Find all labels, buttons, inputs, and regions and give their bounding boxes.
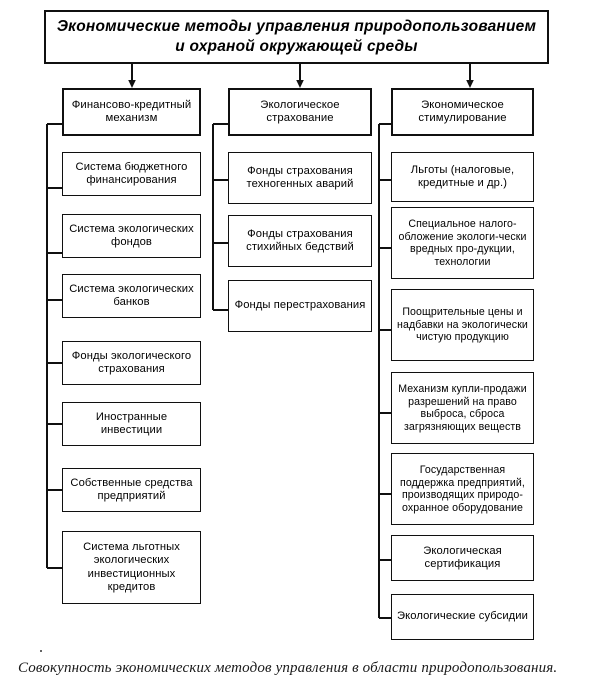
node-label: Система экологических фондов bbox=[69, 222, 194, 248]
column-head-ecological-insurance: Экологическое страхование bbox=[228, 88, 372, 136]
figure-caption: Совокупность экономических методов управ… bbox=[18, 660, 558, 676]
node-ecological-insurance-1: Фонды страхования техногенных аварий bbox=[228, 152, 372, 204]
node-label: Фонды перестрахования bbox=[234, 299, 366, 312]
node-economic-stimulation-6: Экологическая сертификация bbox=[391, 535, 534, 581]
node-label: Фонды страхования стихийных бедствий bbox=[246, 227, 354, 253]
column-head-economic-stimulation: Экономическое стимулирование bbox=[391, 88, 534, 136]
node-financial-credit-4: Фонды экологического страхования bbox=[62, 341, 201, 385]
node-financial-credit-6: Собственные средства предприятий bbox=[62, 468, 201, 512]
node-label: Механизм купли-продажи разрешений на пра… bbox=[398, 383, 527, 433]
node-label: Поощрительные цены и надбавки на экологи… bbox=[397, 306, 528, 344]
node-financial-credit-7: Система льготных экологических инвестици… bbox=[62, 531, 201, 604]
column-head-financial-credit: Финансово-кредитный механизм bbox=[62, 88, 201, 136]
node-label: Иностранные инвестиции bbox=[95, 410, 168, 436]
node-financial-credit-3: Система экологических банков bbox=[62, 274, 201, 318]
node-ecological-insurance-2: Фонды страхования стихийных бедствий bbox=[228, 215, 372, 267]
node-financial-credit-5: Иностранные инвестиции bbox=[62, 402, 201, 446]
node-label: Фонды экологического страхования bbox=[71, 349, 192, 375]
node-label: Система льготных экологических инвестици… bbox=[83, 541, 180, 593]
node-label: Система бюджетного финансирования bbox=[75, 160, 188, 186]
node-economic-stimulation-3: Поощрительные цены и надбавки на экологи… bbox=[391, 289, 534, 361]
node-label: Экологическое страхование bbox=[260, 98, 340, 124]
node-label: Экологическая сертификация bbox=[423, 544, 502, 570]
node-label: Льготы (налоговые, кредитные и др.) bbox=[410, 163, 515, 189]
scan-artifact-dot bbox=[40, 650, 42, 652]
node-label: Экономическое стимулирование bbox=[418, 98, 507, 124]
node-economic-stimulation-2: Специальное налого-обложение экологи-чес… bbox=[391, 207, 534, 279]
node-economic-stimulation-7: Экологические субсидии bbox=[391, 594, 534, 640]
node-label: Экологические субсидии bbox=[396, 610, 529, 623]
node-label: Фонды страхования техногенных аварий bbox=[246, 164, 354, 190]
node-label: Государственная поддержка предприятий, п… bbox=[400, 464, 525, 514]
diagram-title-line1: Экономические методы управления природоп… bbox=[56, 17, 537, 35]
node-economic-stimulation-5: Государственная поддержка предприятий, п… bbox=[391, 453, 534, 525]
node-label: Специальное налого-обложение экологи-чес… bbox=[398, 218, 527, 268]
node-financial-credit-1: Система бюджетного финансирования bbox=[62, 152, 201, 196]
node-economic-stimulation-1: Льготы (налоговые, кредитные и др.) bbox=[391, 152, 534, 202]
node-financial-credit-2: Система экологических фондов bbox=[62, 214, 201, 258]
diagram-title-line2: и охраной окружающей среды bbox=[175, 38, 418, 55]
node-ecological-insurance-3: Фонды перестрахования bbox=[228, 280, 372, 332]
node-label: Собственные средства предприятий bbox=[70, 476, 193, 502]
diagram-title-box: Экономические методы управления природоп… bbox=[44, 10, 549, 64]
node-economic-stimulation-4: Механизм купли-продажи разрешений на пра… bbox=[391, 372, 534, 444]
node-label: Система экологических банков bbox=[69, 282, 194, 308]
node-label: Финансово-кредитный механизм bbox=[71, 98, 192, 124]
